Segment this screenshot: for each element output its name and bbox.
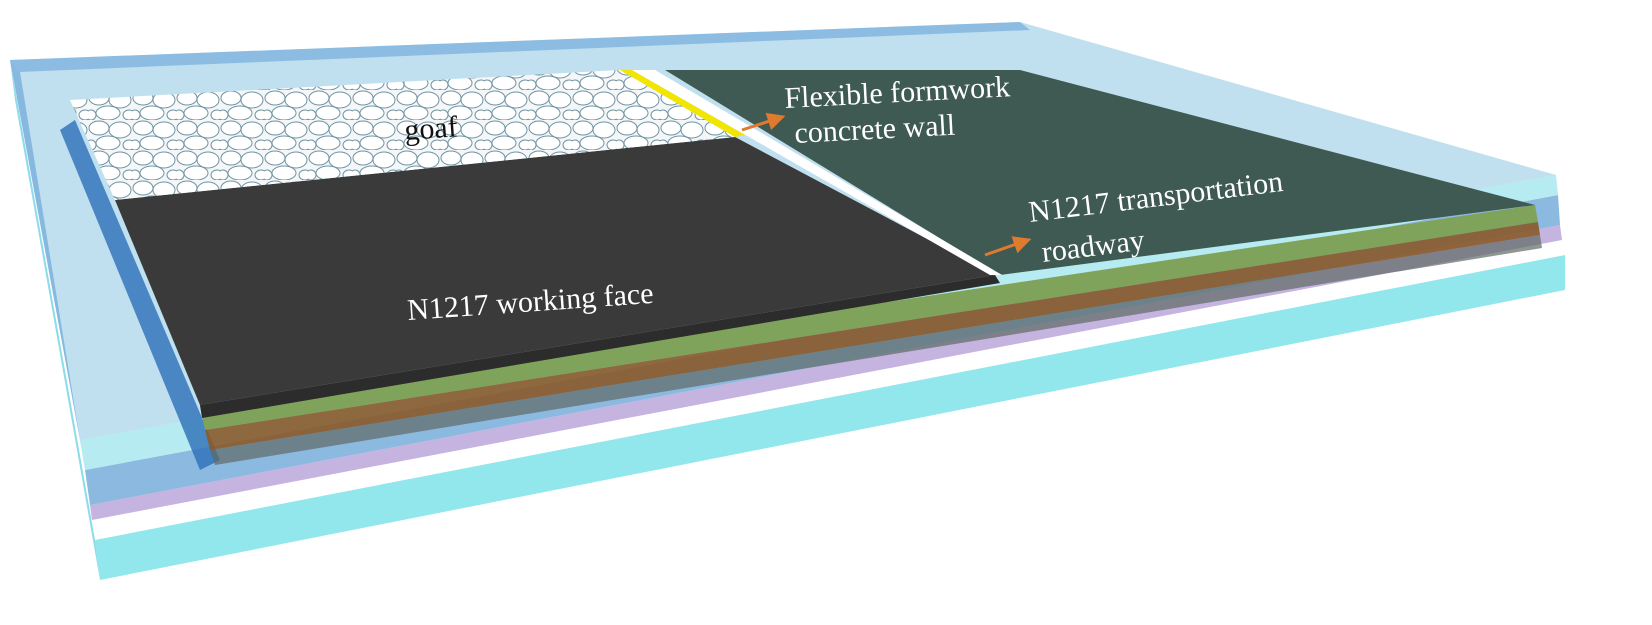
stratum-green-band <box>200 205 1538 430</box>
wall-arrow <box>741 112 786 132</box>
stratum-grey-band <box>210 235 1542 465</box>
inner-blue-frame <box>60 120 220 470</box>
wall-goaf-section <box>620 70 745 137</box>
roadway-arrow <box>984 236 1032 257</box>
stratum-brown-band <box>205 222 1540 450</box>
outer-block-top-rim <box>10 22 1030 72</box>
goaf-label: goaf <box>403 110 458 147</box>
goaf-area <box>70 70 735 200</box>
roadway-panel <box>665 70 1535 275</box>
working-face-panel <box>115 137 995 405</box>
inner-seam-layers <box>60 120 1542 470</box>
concrete-wall <box>632 70 1002 275</box>
working-face-edge <box>200 275 1000 418</box>
stratum-bottom-cyan <box>95 255 1565 580</box>
stratum-left-cyan <box>10 60 100 580</box>
